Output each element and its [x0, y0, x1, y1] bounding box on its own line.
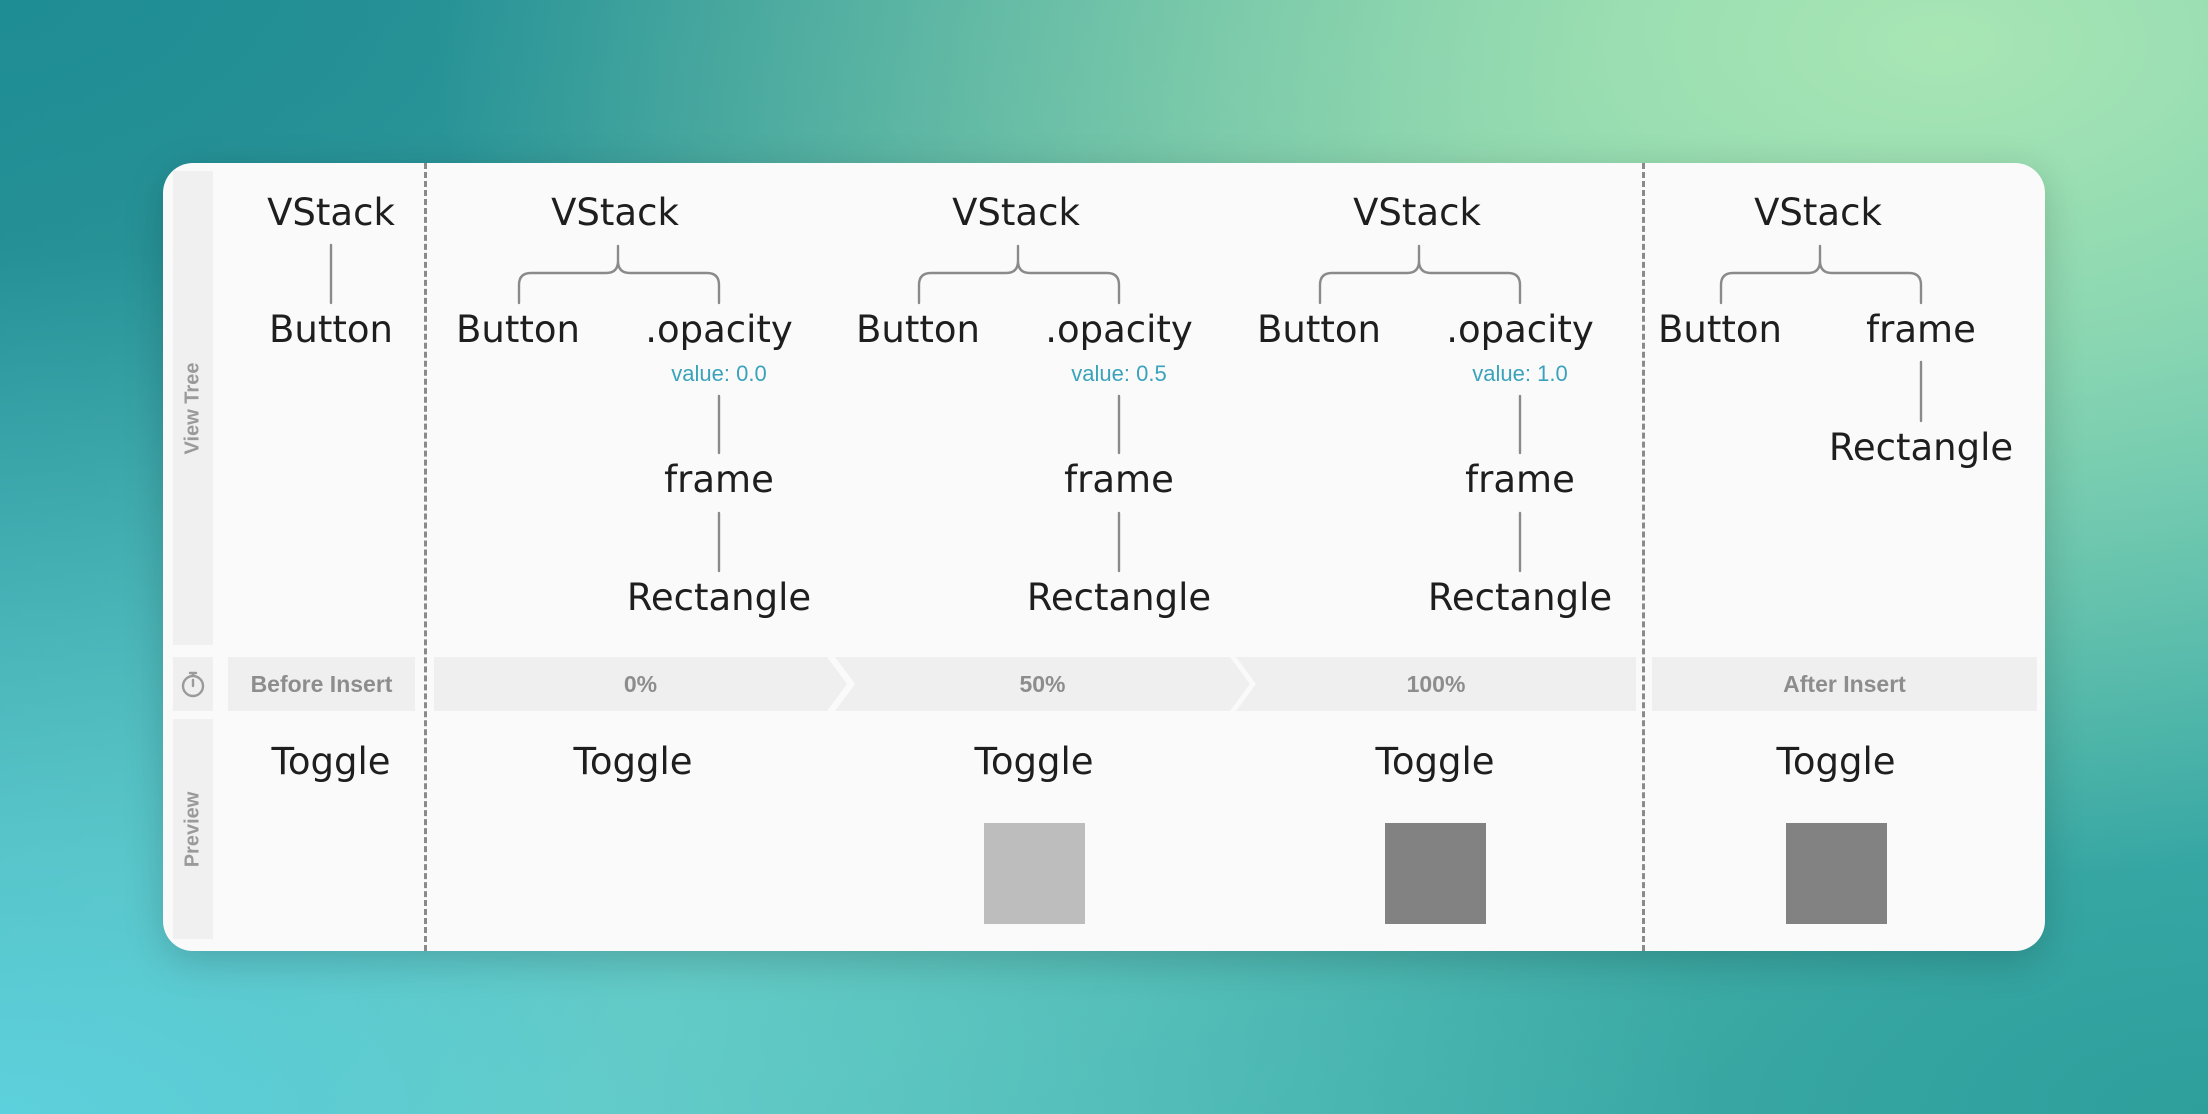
timeline-100-percent: 100%	[1236, 657, 1636, 711]
tree-connectors	[329, 243, 1923, 573]
p100-opacity-node: .opacity	[1446, 308, 1594, 351]
after-rectangle-node: Rectangle	[1828, 426, 2014, 469]
p100-rectangle-node: Rectangle	[1427, 576, 1613, 619]
p50-opacity-node: .opacity	[1045, 308, 1193, 351]
p50-toggle-preview: Toggle	[974, 740, 1094, 783]
after-frame-node: frame	[1866, 308, 1976, 351]
stopwatch-icon	[181, 671, 205, 698]
p100-vstack-node: VStack	[1353, 191, 1481, 234]
after-vstack-node: VStack	[1754, 191, 1882, 234]
p100-frame-node: frame	[1465, 458, 1575, 501]
p50-rectangle-preview	[984, 823, 1085, 924]
timeline-50-percent: 50%	[835, 657, 1250, 711]
p0-rectangle-node: Rectangle	[626, 576, 812, 619]
p50-button-node: Button	[856, 308, 980, 351]
view-tree-row-header: View Tree	[173, 171, 213, 645]
diagram-card: View Tree Preview	[163, 163, 2045, 951]
p50-opacity-value: value: 0.5	[1071, 361, 1167, 386]
timeline-before-insert: Before Insert	[228, 657, 415, 711]
p0-frame-node: frame	[664, 458, 774, 501]
timeline-0-percent: 0%	[434, 657, 847, 711]
divider-before-insert	[424, 163, 427, 951]
timeline-after-insert: After Insert	[1652, 657, 2037, 711]
p0-button-node: Button	[456, 308, 580, 351]
p0-toggle-preview: Toggle	[573, 740, 693, 783]
after-button-node: Button	[1658, 308, 1782, 351]
after-toggle-preview: Toggle	[1776, 740, 1896, 783]
divider-after-insert	[1642, 163, 1645, 951]
p0-vstack-node: VStack	[551, 191, 679, 234]
p50-frame-node: frame	[1064, 458, 1174, 501]
p100-toggle-preview: Toggle	[1375, 740, 1495, 783]
timeline-row-header	[173, 657, 213, 711]
p50-rectangle-node: Rectangle	[1026, 576, 1212, 619]
preview-row-header: Preview	[173, 719, 213, 939]
p100-button-node: Button	[1257, 308, 1381, 351]
p0-opacity-node: .opacity	[645, 308, 793, 351]
before-vstack-node: VStack	[267, 191, 395, 234]
p50-vstack-node: VStack	[952, 191, 1080, 234]
p100-opacity-value: value: 1.0	[1472, 361, 1568, 386]
before-toggle-preview: Toggle	[271, 740, 391, 783]
after-rectangle-preview	[1786, 823, 1887, 924]
p0-opacity-value: value: 0.0	[671, 361, 767, 386]
p100-rectangle-preview	[1385, 823, 1486, 924]
before-button-node: Button	[269, 308, 393, 351]
